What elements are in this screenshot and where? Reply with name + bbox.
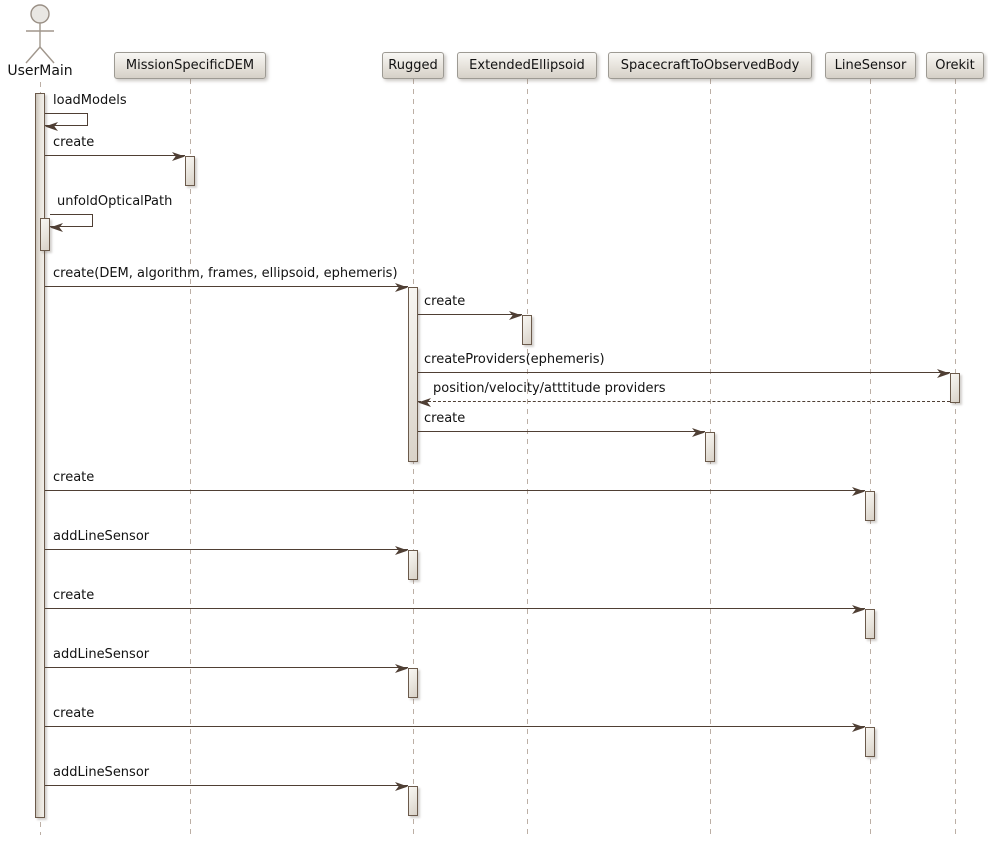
activation-bar-rugged bbox=[408, 550, 418, 580]
message-line bbox=[45, 667, 408, 668]
activation-bar-extendedellipsoid bbox=[522, 315, 532, 345]
self-message-bottom-line bbox=[50, 226, 93, 227]
arrowhead-left-icon bbox=[45, 121, 58, 131]
message-label: loadModels bbox=[53, 93, 127, 108]
participant-box-missionspecificdem: MissionSpecificDEM bbox=[114, 52, 266, 79]
arrowhead-left-icon bbox=[418, 397, 431, 407]
arrowhead-right-icon bbox=[395, 781, 408, 791]
arrowhead-right-icon bbox=[937, 368, 950, 378]
activation-bar-linesensor bbox=[865, 727, 875, 757]
message-label: position/velocity/atttitude providers bbox=[433, 381, 666, 396]
arrowhead-right-icon bbox=[692, 427, 705, 437]
activation-bar-missionspecificdem bbox=[185, 156, 195, 186]
participant-label: MissionSpecificDEM bbox=[125, 58, 255, 73]
self-message-top-line bbox=[50, 214, 93, 215]
message-line bbox=[418, 372, 950, 373]
participant-box-linesensor: LineSensor bbox=[825, 52, 916, 79]
message-line bbox=[418, 401, 950, 402]
self-message-side-line bbox=[92, 215, 93, 227]
message-line bbox=[45, 286, 408, 287]
arrowhead-right-icon bbox=[509, 310, 522, 320]
lifeline-missionspecificdem bbox=[189, 79, 191, 835]
self-message-top-line bbox=[45, 113, 88, 114]
activation-bar-rugged bbox=[408, 287, 418, 462]
participant-label: Orekit bbox=[935, 58, 975, 73]
participant-box-extendedellipsoid: ExtendedEllipsoid bbox=[457, 52, 597, 79]
message-label: create bbox=[53, 706, 95, 721]
activation-bar-linesensor bbox=[865, 609, 875, 639]
arrowhead-right-icon bbox=[395, 545, 408, 555]
participant-label: Rugged bbox=[388, 58, 438, 73]
message-label: create bbox=[424, 411, 466, 426]
message-line bbox=[45, 549, 408, 550]
message-line bbox=[418, 314, 522, 315]
message-line bbox=[45, 490, 865, 491]
activation-bar-orekit bbox=[950, 373, 960, 403]
activation-bar-spacecrafttoobservedbody bbox=[705, 432, 715, 462]
arrowhead-right-icon bbox=[172, 151, 185, 161]
message-label: addLineSensor bbox=[53, 529, 150, 544]
message-line bbox=[418, 431, 705, 432]
activation-bar-linesensor bbox=[865, 491, 875, 521]
participant-box-orekit: Orekit bbox=[926, 52, 984, 79]
lifeline-orekit bbox=[954, 79, 956, 835]
arrowhead-right-icon bbox=[395, 663, 408, 673]
activation-bar-usermain-nested bbox=[40, 218, 50, 251]
arrowhead-right-icon bbox=[852, 486, 865, 496]
activation-bar-rugged bbox=[408, 786, 418, 816]
self-message-bottom-line bbox=[45, 125, 88, 126]
message-label: create bbox=[53, 588, 95, 603]
participant-box-rugged: Rugged bbox=[382, 52, 444, 79]
arrowhead-right-icon bbox=[852, 604, 865, 614]
lifeline-extendedellipsoid bbox=[526, 79, 528, 835]
actor-icon bbox=[25, 4, 55, 64]
participant-box-spacecrafttoobservedbody: SpacecraftToObservedBody bbox=[608, 52, 812, 79]
participant-label: LineSensor bbox=[834, 58, 907, 73]
message-line bbox=[45, 155, 185, 156]
participant-label: ExtendedEllipsoid bbox=[469, 58, 585, 73]
message-line bbox=[45, 726, 865, 727]
arrowhead-right-icon bbox=[395, 282, 408, 292]
self-message-side-line bbox=[87, 114, 88, 126]
message-label: addLineSensor bbox=[53, 765, 150, 780]
activation-bar-rugged bbox=[408, 668, 418, 698]
participant-label: SpacecraftToObservedBody bbox=[620, 58, 800, 73]
message-line bbox=[45, 785, 408, 786]
message-label: create bbox=[53, 470, 95, 485]
message-label: addLineSensor bbox=[53, 647, 150, 662]
message-label: create bbox=[53, 135, 95, 150]
message-label: unfoldOpticalPath bbox=[57, 194, 173, 209]
message-line bbox=[45, 608, 865, 609]
message-label: create(DEM, algorithm, frames, ellipsoid… bbox=[53, 266, 398, 281]
message-label: create bbox=[424, 294, 466, 309]
lifeline-linesensor bbox=[869, 79, 871, 835]
arrowhead-right-icon bbox=[852, 722, 865, 732]
message-label: createProviders(ephemeris) bbox=[424, 352, 605, 367]
activation-bar-usermain bbox=[35, 93, 45, 818]
arrowhead-left-icon bbox=[50, 222, 63, 232]
actor-label: UserMain bbox=[7, 63, 73, 79]
